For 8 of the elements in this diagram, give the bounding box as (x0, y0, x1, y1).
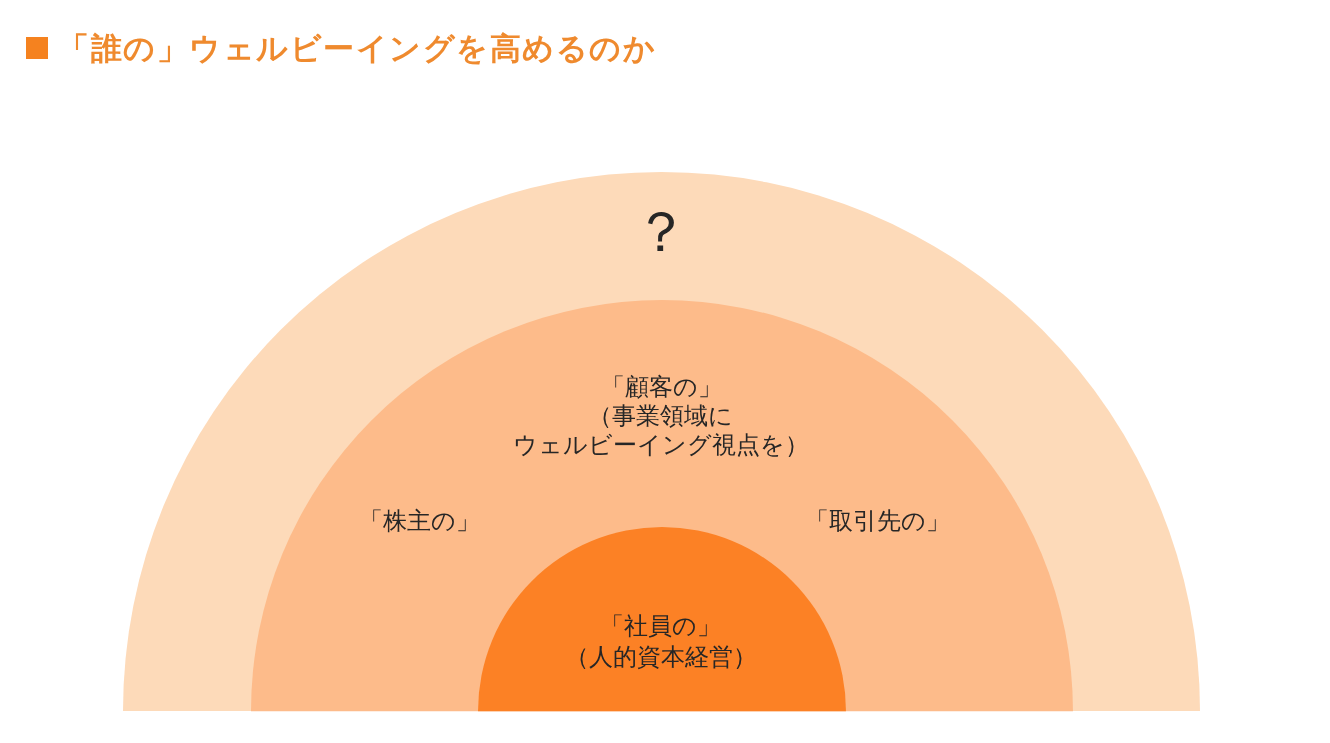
question-mark: ？ (633, 202, 689, 262)
label: 「株主の」 (359, 507, 481, 537)
heading: 「顧客の」 (601, 373, 723, 403)
description: （人的資本経営） (565, 643, 757, 673)
heading: 「社員の」 (600, 612, 722, 642)
label: 「取引先の」 (805, 507, 951, 537)
description: （事業領域にウェルビーイング視点を） (512, 402, 810, 461)
title: 「誰の」ウェルビーイングを高めるのか (58, 29, 656, 68)
